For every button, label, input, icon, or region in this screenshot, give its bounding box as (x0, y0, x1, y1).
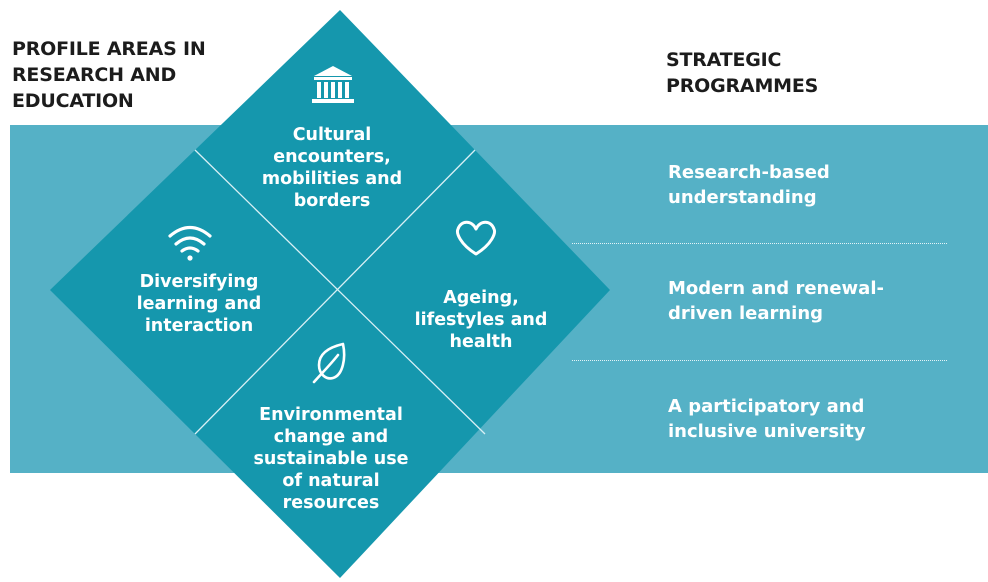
area-diversifying-learning: Diversifying learning and interaction (136, 272, 262, 336)
leaf-icon (312, 342, 346, 384)
diamond-divider-line (194, 149, 476, 435)
area-cultural-encounters: Cultural encounters, mobilities and bord… (261, 125, 403, 211)
programme-research-based-understanding: Research-based understanding (668, 162, 830, 208)
programme-divider (572, 360, 947, 361)
strategic-programmes-heading: STRATEGIC PROGRAMMES (666, 49, 819, 97)
area-ageing-lifestyles-health: Ageing, lifestyles and health (414, 288, 548, 352)
programme-modern-learning: Modern and renewal- driven learning (668, 278, 884, 324)
profile-areas-heading: PROFILE AREAS IN RESEARCH AND EDUCATION (12, 38, 206, 112)
area-environmental-change: Environmental change and sustainable use… (253, 405, 409, 513)
wifi-icon (168, 225, 212, 261)
institution-icon (312, 66, 354, 103)
programme-participatory-university: A participatory and inclusive university (668, 396, 866, 442)
diamond-shape (50, 10, 610, 578)
diamond-divider-line (194, 149, 486, 435)
heart-icon (456, 220, 496, 256)
programme-divider (572, 243, 947, 244)
